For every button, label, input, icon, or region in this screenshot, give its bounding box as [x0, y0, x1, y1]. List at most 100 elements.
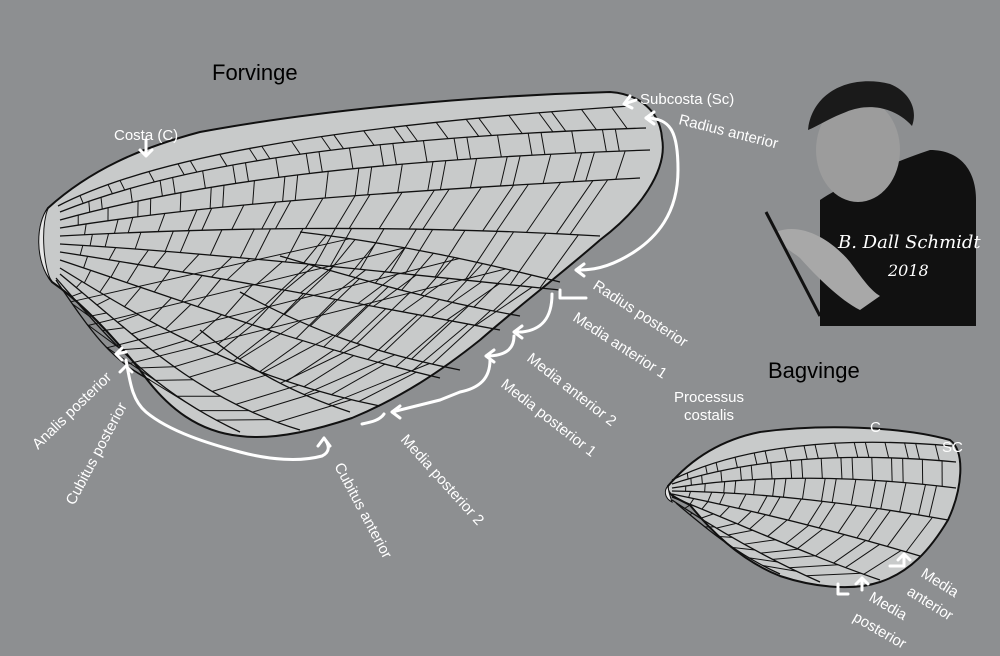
hindwing-base — [664, 484, 673, 503]
label-costa: Costa (C) — [114, 127, 178, 144]
hindwing-membrane — [666, 426, 962, 589]
crossvein — [259, 340, 304, 373]
crossvein — [261, 145, 271, 159]
crossvein — [79, 195, 84, 204]
crossvein — [717, 535, 733, 538]
crossvein — [497, 134, 502, 158]
crossvein — [378, 192, 403, 229]
crossvein — [831, 478, 837, 503]
arrow-media-anterior-2 — [484, 334, 516, 364]
crossvein — [96, 297, 111, 306]
crossvein — [328, 363, 430, 405]
crossvein — [261, 201, 277, 230]
artist-signature: B. Dall Schmidt — [837, 232, 981, 253]
crossvein — [83, 256, 89, 269]
crossvein — [328, 269, 367, 299]
crossvein — [275, 200, 292, 230]
crossvein — [190, 314, 222, 343]
crossvein — [723, 481, 726, 493]
crossvein — [700, 513, 714, 519]
crossvein — [864, 442, 870, 458]
crossvein — [734, 457, 738, 468]
crossvein — [323, 304, 368, 348]
crossvein — [904, 442, 909, 459]
paintbrush — [764, 211, 822, 317]
label-hw-sc: SC — [942, 439, 963, 456]
crossvein — [918, 484, 927, 515]
crossvein — [110, 261, 121, 278]
crossvein — [209, 229, 223, 256]
crossvein — [478, 117, 492, 136]
crossvein — [760, 548, 799, 554]
crossvein — [704, 483, 706, 492]
hindwing — [664, 426, 962, 589]
crossvein — [719, 506, 731, 517]
crossvein — [551, 111, 567, 132]
crossvein — [383, 299, 440, 353]
crossvein — [772, 478, 776, 497]
crossvein — [801, 478, 807, 500]
crossvein — [749, 514, 766, 530]
crossvein — [899, 482, 907, 512]
arrow-hw-media-posterior-2 — [836, 582, 850, 596]
crossvein — [737, 511, 752, 525]
label-hw-c: C — [870, 419, 881, 436]
crossvein — [886, 513, 912, 547]
forewing-membrane — [38, 90, 664, 439]
forewing-title: Forvinge — [212, 60, 298, 85]
crossvein — [314, 228, 336, 266]
crossvein — [739, 467, 742, 481]
crossvein — [119, 180, 126, 191]
artist-photo: B. Dall Schmidt 2018 — [764, 70, 981, 326]
crossvein — [329, 239, 356, 271]
crossvein — [789, 460, 793, 479]
crossvein — [401, 252, 434, 291]
crossvein — [280, 344, 361, 384]
arrow-media-posterior-2 — [360, 412, 386, 426]
crossvein — [856, 508, 879, 539]
crossvein — [202, 170, 206, 189]
crossvein — [231, 204, 245, 230]
crossvein — [303, 235, 327, 264]
crossvein — [615, 150, 626, 180]
crossvein — [820, 478, 826, 502]
crossvein — [581, 109, 597, 131]
crossvein — [197, 278, 222, 308]
crossvein — [716, 522, 737, 529]
crossvein — [571, 130, 577, 154]
crossvein — [239, 321, 301, 360]
crossvein — [768, 496, 781, 516]
crossvein — [70, 238, 351, 303]
crossvein — [690, 478, 692, 486]
crossvein — [339, 308, 387, 353]
arrow-subcosta — [622, 94, 638, 110]
crossvein — [452, 186, 482, 231]
crossvein — [100, 197, 103, 210]
crossvein — [422, 188, 450, 230]
crossvein — [303, 354, 395, 396]
crossvein — [787, 498, 802, 521]
crossvein — [527, 133, 533, 156]
crossvein — [540, 132, 546, 155]
crossvein — [157, 213, 166, 232]
crossvein — [744, 539, 776, 545]
crossvein — [837, 505, 857, 534]
crossvein — [738, 493, 747, 509]
crossvein — [358, 371, 417, 402]
crossvein — [389, 228, 417, 273]
crossvein — [427, 161, 434, 191]
crossvein — [164, 304, 192, 330]
crossvein — [434, 229, 466, 278]
crossvein — [89, 234, 93, 246]
crossvein — [348, 147, 354, 169]
hindwing-crossveins — [684, 442, 943, 577]
crossvein — [125, 268, 507, 366]
crossvein — [305, 153, 311, 174]
crossvein — [539, 234, 579, 289]
crossvein — [834, 443, 839, 458]
crossvein — [129, 188, 133, 203]
arrow-analis — [114, 346, 128, 362]
crossvein — [106, 258, 460, 349]
crossvein — [782, 478, 787, 498]
crossvein — [99, 276, 111, 293]
